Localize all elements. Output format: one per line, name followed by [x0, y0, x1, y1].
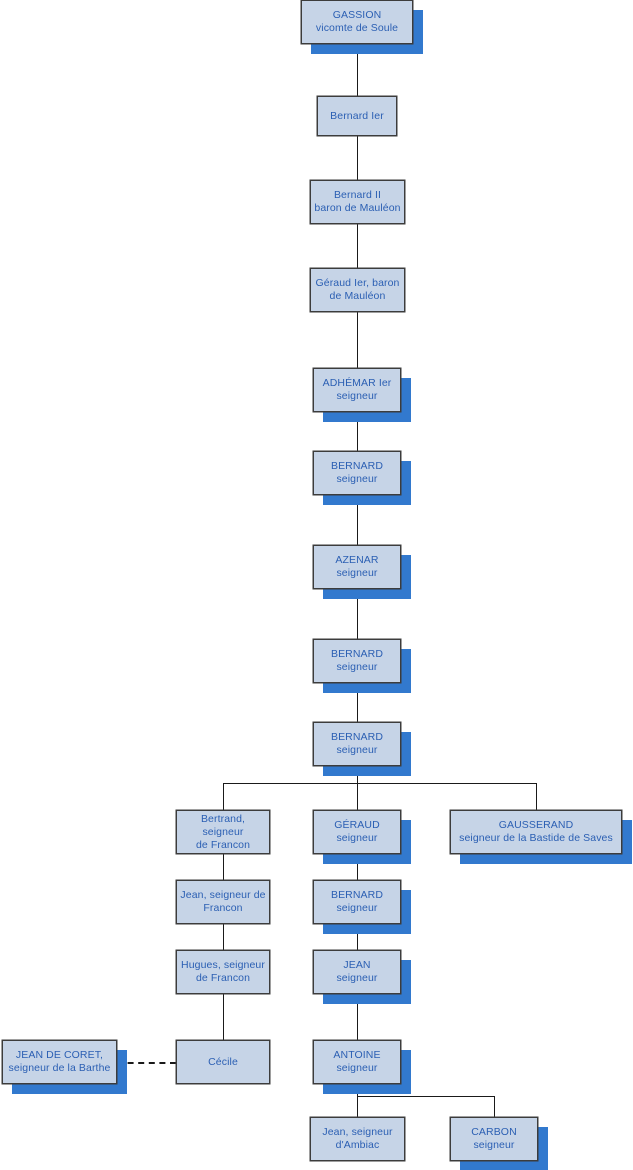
node-label-geraud-ier: Géraud Ier, baron de Mauléon	[315, 277, 400, 302]
connector-bus-to-gausserand	[536, 783, 537, 810]
connector-bernard-ier-to-bernard-ii	[357, 136, 358, 180]
node-label-bernard-4: BERNARD seigneur	[330, 889, 384, 914]
connector-bertrand-to-jean-francon	[223, 854, 224, 880]
connector-geraud-ier-to-adhemar	[357, 312, 358, 368]
node-geraud-ier[interactable]: Géraud Ier, baron de Mauléon	[310, 268, 405, 312]
node-label-bernard-3: BERNARD seigneur	[330, 731, 384, 756]
node-label-azenar: AZENAR seigneur	[335, 554, 379, 579]
connector-sibling-bus-antoine	[357, 1096, 494, 1097]
node-gassion[interactable]: GASSION vicomte de Soule	[301, 0, 413, 44]
node-label-geraud: GÉRAUD seigneur	[334, 819, 380, 844]
connector-jean-francon-to-hugues	[223, 924, 224, 950]
node-label-bernard-1: BERNARD seigneur	[330, 460, 384, 485]
node-bernard-ii[interactable]: Bernard II baron de Mauléon	[310, 180, 405, 224]
node-bernard-2[interactable]: BERNARD seigneur	[313, 639, 401, 683]
node-hugues-francon[interactable]: Hugues, seigneur de Francon	[176, 950, 270, 994]
node-label-bertrand: Bertrand, seigneur de Francon	[195, 812, 251, 851]
node-bernard-4[interactable]: BERNARD seigneur	[313, 880, 401, 924]
node-jean-de-coret[interactable]: JEAN DE CORET, seigneur de la Barthe	[2, 1040, 117, 1084]
node-jean-ambiac[interactable]: Jean, seigneur d'Ambiac	[310, 1117, 405, 1161]
node-label-jean-de-coret: JEAN DE CORET, seigneur de la Barthe	[8, 1049, 111, 1074]
node-label-gassion: GASSION vicomte de Soule	[315, 9, 399, 34]
node-jean-seigneur[interactable]: JEAN seigneur	[313, 950, 401, 994]
connector-adhemar-to-bernard-1	[357, 412, 358, 451]
node-label-jean-seigneur: JEAN seigneur	[336, 959, 378, 984]
connector-marriage-coret-cecile	[117, 1062, 176, 1064]
node-label-jean-ambiac: Jean, seigneur d'Ambiac	[322, 1126, 393, 1151]
node-cecile[interactable]: Cécile	[176, 1040, 270, 1084]
connector-geraud-to-bernard-4	[357, 854, 358, 880]
node-bernard-1[interactable]: BERNARD seigneur	[313, 451, 401, 495]
node-bernard-3[interactable]: BERNARD seigneur	[313, 722, 401, 766]
connector-bus-to-bertrand	[223, 783, 224, 810]
connector-azenar-to-bernard-2	[357, 589, 358, 639]
node-label-bernard-ii: Bernard II baron de Mauléon	[314, 189, 401, 214]
connector-hugues-to-cecile	[223, 994, 224, 1040]
node-azenar[interactable]: AZENAR seigneur	[313, 545, 401, 589]
node-gausserand[interactable]: GAUSSERAND seigneur de la Bastide de Sav…	[450, 810, 622, 854]
node-antoine[interactable]: ANTOINE seigneur	[313, 1040, 401, 1084]
node-label-jean-francon: Jean, seigneur de Francon	[180, 889, 266, 914]
connector-bernard-2-to-bernard-3	[357, 683, 358, 722]
connector-gassion-to-bernard-ier	[357, 44, 358, 96]
node-label-antoine: ANTOINE seigneur	[333, 1049, 381, 1074]
node-geraud[interactable]: GÉRAUD seigneur	[313, 810, 401, 854]
node-bertrand[interactable]: Bertrand, seigneur de Francon	[176, 810, 270, 854]
node-label-adhemar-ier: ADHÉMAR Ier seigneur	[322, 377, 392, 402]
node-carbon[interactable]: CARBON seigneur	[450, 1117, 538, 1161]
connector-sibling-bus-bernard3	[223, 783, 536, 784]
node-label-gausserand: GAUSSERAND seigneur de la Bastide de Sav…	[459, 819, 613, 844]
node-label-bernard-2: BERNARD seigneur	[330, 648, 384, 673]
node-label-hugues-francon: Hugues, seigneur de Francon	[181, 959, 265, 984]
connector-bernard-1-to-azenar	[357, 495, 358, 545]
node-jean-francon[interactable]: Jean, seigneur de Francon	[176, 880, 270, 924]
connector-bus2-to-carbon	[494, 1096, 495, 1117]
connector-bernard-ii-to-geraud-ier	[357, 224, 358, 268]
node-label-cecile: Cécile	[208, 1055, 238, 1068]
connector-jean-to-antoine	[357, 994, 358, 1040]
connector-bernard-4-to-jean	[357, 924, 358, 950]
connector-bus2-to-jean-ambiac	[357, 1096, 358, 1117]
connector-bus-to-geraud	[357, 783, 358, 810]
node-label-bernard-ier: Bernard Ier	[330, 109, 384, 122]
node-label-carbon: CARBON seigneur	[471, 1126, 517, 1151]
node-bernard-ier[interactable]: Bernard Ier	[317, 96, 397, 136]
node-adhemar-ier[interactable]: ADHÉMAR Ier seigneur	[313, 368, 401, 412]
